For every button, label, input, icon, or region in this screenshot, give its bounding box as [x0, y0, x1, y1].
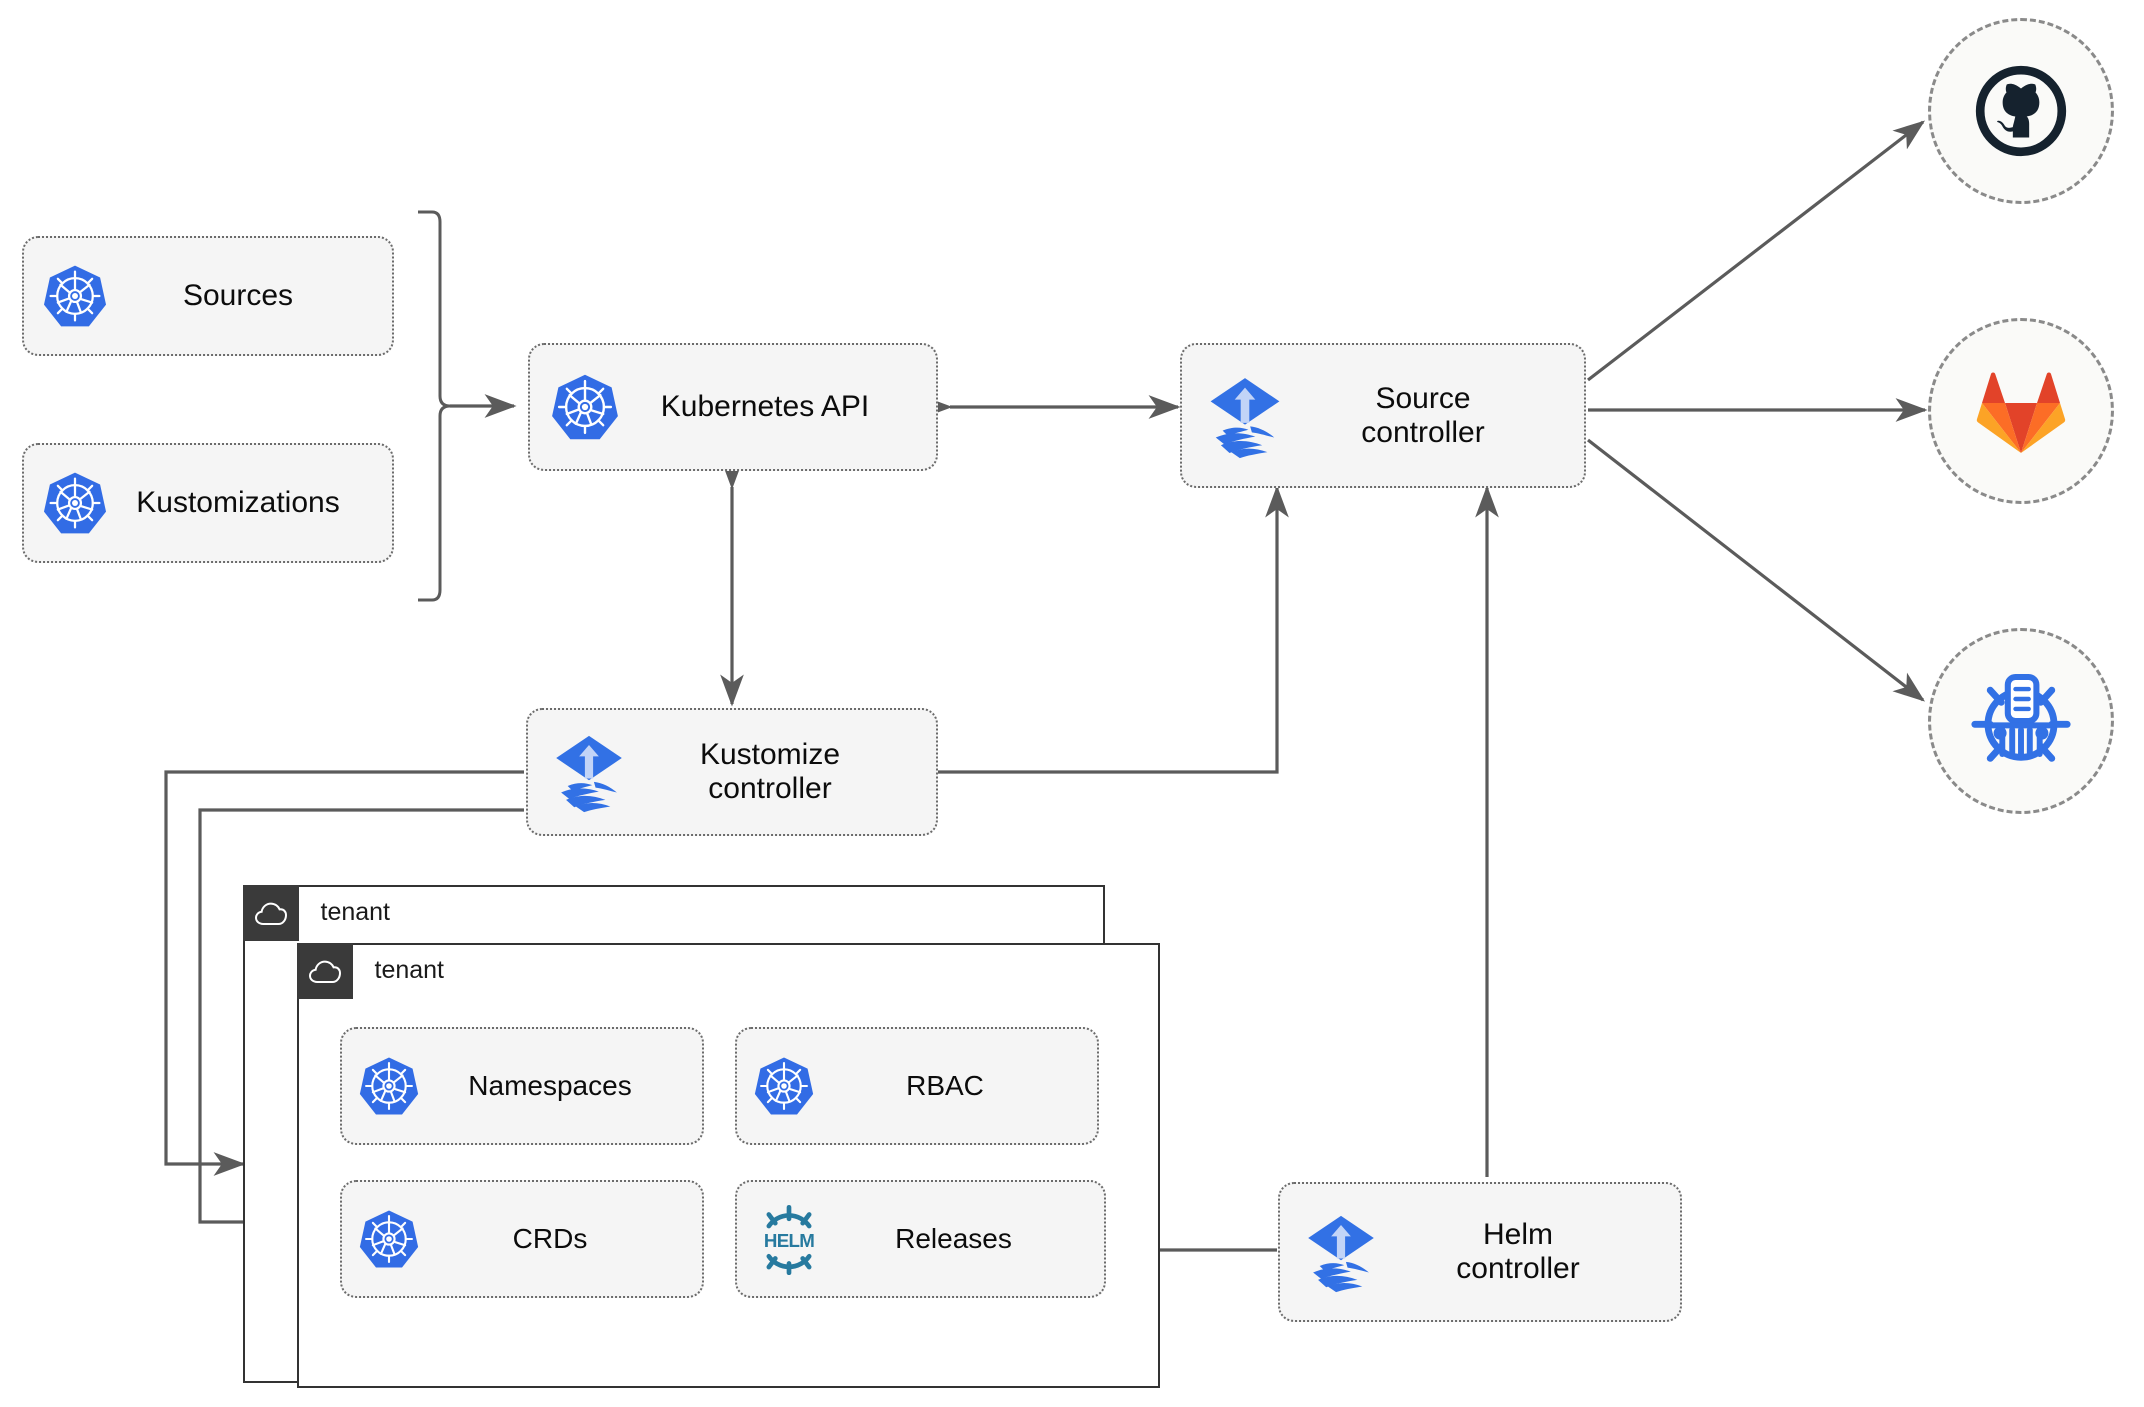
- cloud-glyph: [254, 902, 287, 925]
- node-source-controller[interactable]: Source controller: [1180, 343, 1586, 488]
- kubernetes-icon: [550, 372, 620, 442]
- node-label: RBAC: [906, 1070, 984, 1102]
- tenant-frame-front: tenant: [296, 942, 1160, 1388]
- edge-source-github: [1587, 120, 1926, 382]
- tenant-label-front: tenant: [374, 956, 445, 984]
- node-label: Source controller: [1361, 381, 1485, 449]
- node-label: Helm controller: [1456, 1218, 1580, 1285]
- edge-source-helmrepo: [1587, 438, 1926, 702]
- svg-text:HELM: HELM: [764, 1230, 814, 1251]
- edge-kustomize-source: [938, 485, 1289, 774]
- node-label: Sources: [182, 279, 294, 313]
- resources-bracket: [418, 210, 451, 602]
- provider-helm-repository[interactable]: [1928, 628, 2114, 814]
- tenant-header-back: tenant: [242, 884, 391, 941]
- node-kustomize-controller[interactable]: Kustomize controller: [526, 708, 938, 836]
- node-rbac[interactable]: RBAC: [735, 1027, 1099, 1145]
- tenant-label-back: tenant: [320, 898, 391, 926]
- kubernetes-icon: [358, 1055, 420, 1117]
- kubernetes-icon: [753, 1055, 815, 1117]
- kubernetes-icon: [42, 263, 108, 329]
- node-kustomizations[interactable]: Kustomizations: [22, 443, 394, 563]
- node-namespaces[interactable]: Namespaces: [340, 1027, 704, 1145]
- flux-icon: [1202, 373, 1288, 459]
- node-crds[interactable]: CRDs: [340, 1180, 704, 1298]
- node-kubernetes-api[interactable]: Kubernetes API: [528, 343, 938, 471]
- flux-icon: [1300, 1211, 1382, 1293]
- node-helm-controller[interactable]: Helm controller: [1278, 1182, 1682, 1322]
- node-label: Namespaces: [468, 1070, 632, 1102]
- provider-gitlab[interactable]: [1928, 318, 2114, 504]
- helm-icon: HELM: [753, 1203, 825, 1275]
- node-label: Kubernetes API: [660, 390, 870, 424]
- tenant-header-front: tenant: [296, 942, 445, 999]
- node-label: Releases: [895, 1223, 1012, 1255]
- cloud-icon: [296, 942, 353, 999]
- kubernetes-icon: [358, 1208, 420, 1270]
- provider-github[interactable]: [1928, 18, 2114, 204]
- node-releases[interactable]: HELM Releases: [735, 1180, 1106, 1298]
- flux-icon: [548, 731, 630, 813]
- cloud-icon: [242, 884, 299, 941]
- node-label: Kustomizations: [136, 486, 340, 520]
- node-label: CRDs: [512, 1223, 588, 1255]
- github-icon: [1975, 65, 2067, 157]
- cloud-glyph: [308, 960, 341, 983]
- node-sources[interactable]: Sources: [22, 236, 394, 356]
- helm-chart-repository-icon: [1971, 673, 2071, 762]
- gitlab-icon: [1976, 372, 2066, 453]
- node-label: Kustomize controller: [699, 738, 841, 805]
- kubernetes-icon: [42, 470, 108, 536]
